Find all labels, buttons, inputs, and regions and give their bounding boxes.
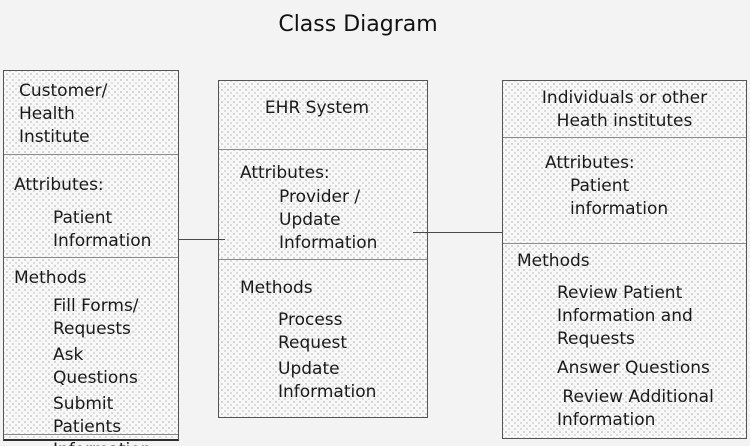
- class-box-ehr-system: EHR System Attributes: Provider / Update…: [218, 80, 428, 418]
- methods-label: Methods: [14, 268, 87, 288]
- attributes-label: Attributes:: [240, 163, 330, 183]
- method-item: Answer Questions: [557, 358, 710, 378]
- method-item: Submit Patients Information: [53, 394, 151, 446]
- attribute-item: Provider / Update Information: [279, 187, 378, 253]
- method-item: Process Request: [278, 310, 348, 353]
- association-line-ehr-individuals: [413, 232, 503, 233]
- method-item: Ask Questions: [53, 345, 138, 388]
- method-item: Fill Forms/ Requests: [53, 296, 139, 339]
- class-name: Individuals or other Heath institutes: [541, 88, 708, 131]
- class-box-customer-health-institute: Customer/ Health Institute Attributes: P…: [3, 70, 179, 446]
- association-line-customer-ehr: [178, 239, 225, 240]
- methods-label: Methods: [240, 278, 313, 298]
- methods-compartment: Methods Process Request Update Informati…: [219, 259, 427, 417]
- attributes-compartment: Attributes: Provider / Update Informatio…: [219, 149, 427, 259]
- class-box-individuals-other-institutes: Individuals or other Heath institutes At…: [502, 80, 747, 439]
- methods-compartment: Methods Review Patient Information and R…: [503, 243, 746, 438]
- method-item: Review Additional Information: [557, 387, 714, 430]
- attributes-label: Attributes:: [545, 152, 635, 173]
- method-item: Review Patient Information and Requests: [557, 283, 693, 349]
- class-name: EHR System: [264, 98, 370, 118]
- attributes-label: Attributes:: [14, 175, 104, 195]
- method-item: Update Information: [278, 359, 377, 402]
- methods-compartment: Methods Fill Forms/ Requests Ask Questio…: [4, 257, 178, 446]
- empty-compartment: [4, 434, 178, 439]
- attributes-compartment: Attributes: Patient Information: [4, 154, 178, 257]
- methods-label: Methods: [517, 251, 590, 271]
- diagram-title: Class Diagram: [278, 12, 438, 37]
- attributes-compartment: Attributes: Patient information: [503, 136, 746, 243]
- attribute-item: Patient Information: [53, 208, 152, 251]
- class-name: Customer/ Health Institute: [19, 81, 108, 147]
- attribute-item: Patient information: [570, 175, 669, 219]
